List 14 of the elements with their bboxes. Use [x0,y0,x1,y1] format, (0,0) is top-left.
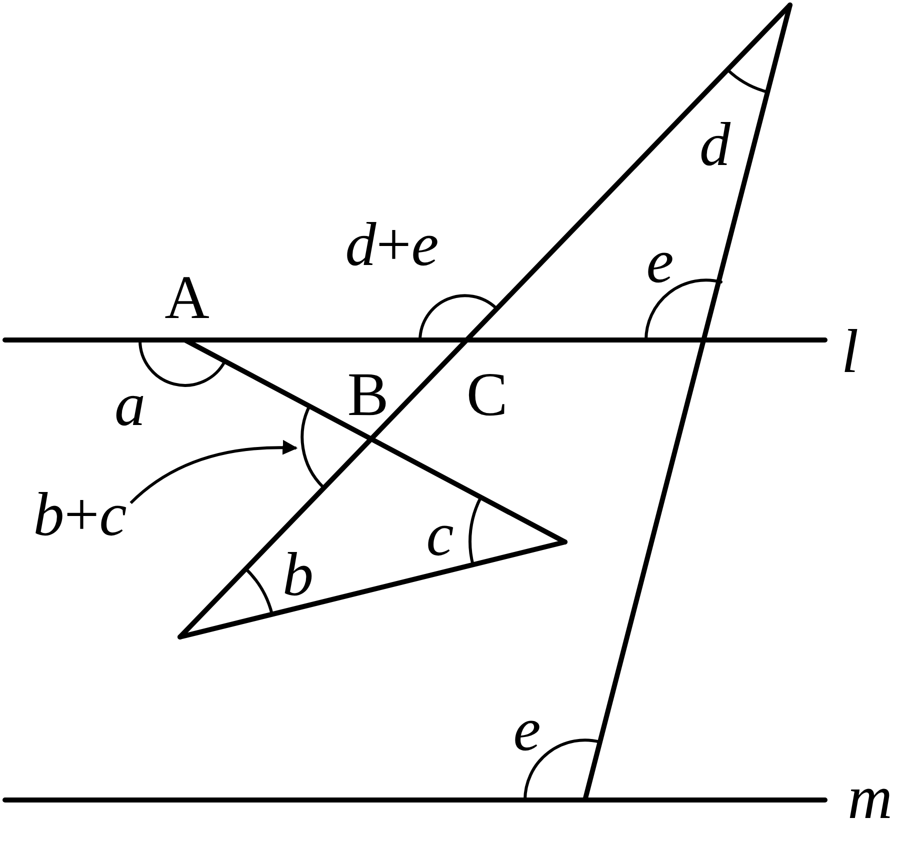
leader-arrow [130,440,298,504]
angle-label: d+e [345,214,439,276]
line-label: l [841,321,859,383]
point-label: C [466,364,508,426]
point-label: B [347,364,389,426]
angle-label: a [114,374,146,436]
angle-label: b [282,544,314,606]
angle-label: b+c [33,484,127,546]
angle-label: c [426,504,454,566]
angle-label: d [700,114,730,176]
line-label: m [848,767,892,829]
angle-label: e [513,699,541,761]
angle-label: e [646,231,674,293]
point-label: A [164,267,210,329]
